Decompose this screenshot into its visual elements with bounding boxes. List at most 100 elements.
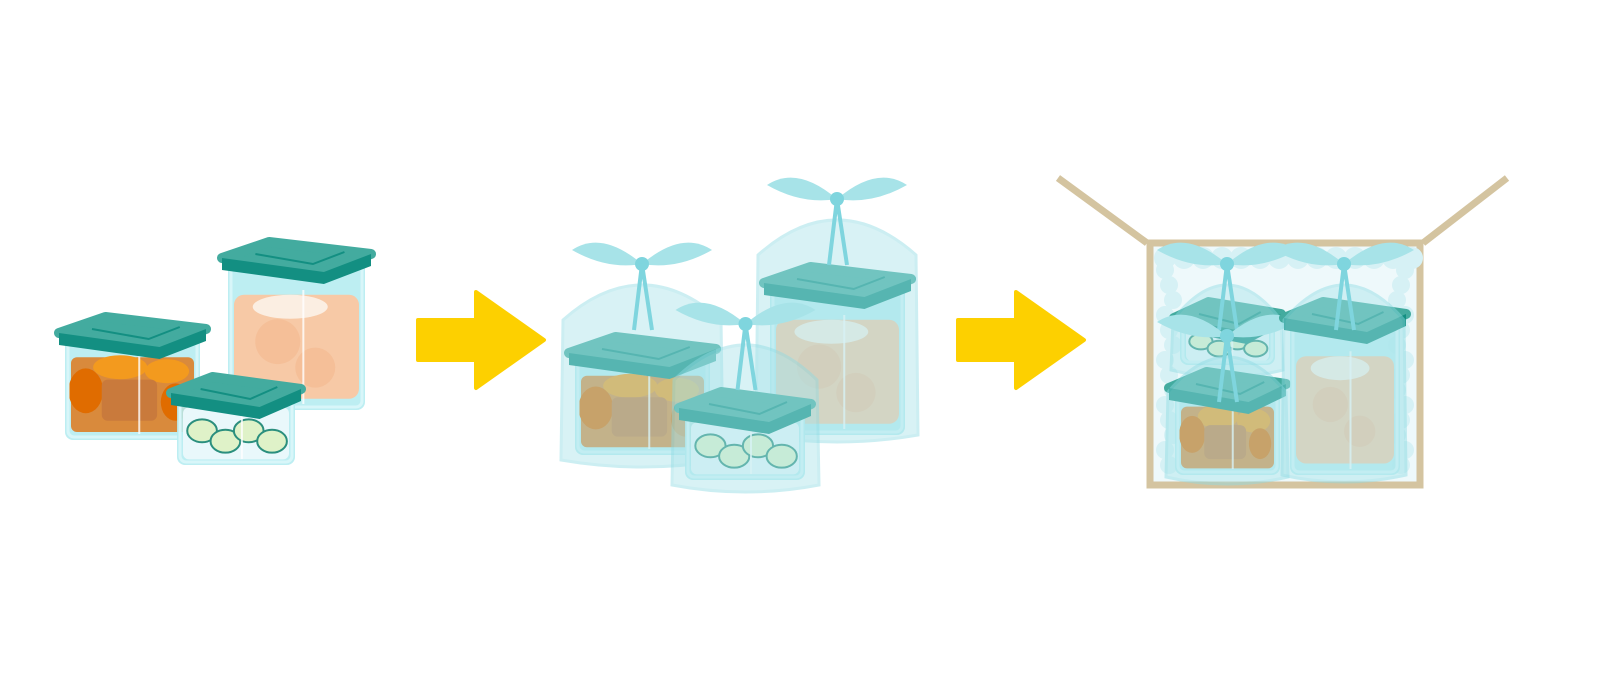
packing-filler <box>1396 441 1414 459</box>
orange-piece <box>68 368 103 414</box>
cucumber-slice <box>256 428 288 454</box>
cucumber-slice <box>1243 339 1269 358</box>
lid-side <box>569 349 716 379</box>
bow-left <box>1274 242 1344 266</box>
step-2-wrapped-jars <box>559 177 920 494</box>
packing-filler <box>1388 291 1406 309</box>
bow-tails <box>632 263 654 331</box>
peach-highlight <box>1310 356 1370 381</box>
wrap <box>670 302 821 494</box>
packing-filler <box>1164 336 1182 354</box>
jar-lid <box>54 312 211 359</box>
orange-piece <box>1179 415 1206 453</box>
jar-lid <box>166 372 306 419</box>
bow-right <box>1227 314 1297 338</box>
orange-piece <box>93 355 148 380</box>
packing-filler <box>1160 276 1178 294</box>
lid-groove <box>255 251 345 266</box>
peach-highlight <box>252 294 328 319</box>
lid-side <box>222 254 371 284</box>
jar-lid <box>1164 367 1291 414</box>
jar <box>674 387 816 480</box>
bow-tails <box>1217 335 1239 403</box>
peach-piece <box>295 347 336 388</box>
jar-lid <box>674 387 816 434</box>
ginger-piece <box>611 397 668 437</box>
packing-filler <box>1160 456 1178 474</box>
packing-filler <box>1392 276 1410 294</box>
bow-left <box>572 242 642 266</box>
jar-lid <box>217 237 376 284</box>
bow-left <box>675 302 746 326</box>
box-flap-right <box>1420 175 1510 246</box>
arrow-1-icon <box>416 290 546 390</box>
arrow-2-icon <box>956 290 1086 390</box>
jar <box>217 237 376 410</box>
lid-side <box>59 329 206 359</box>
step-3-boxed-jars <box>1055 175 1510 489</box>
orange-piece <box>603 373 658 398</box>
lid-side <box>764 279 911 309</box>
step-1-jars <box>54 237 376 465</box>
wrap <box>1157 314 1297 486</box>
bow-tails <box>735 323 758 391</box>
bow-right <box>837 177 907 201</box>
orange-piece <box>1248 428 1272 460</box>
lid-side <box>1284 314 1406 344</box>
peach-piece <box>1344 415 1376 447</box>
orange-piece <box>1197 404 1239 429</box>
lid-side <box>679 404 811 434</box>
wrap-film <box>1164 355 1290 486</box>
orange-piece <box>578 386 613 430</box>
packing-filler <box>1156 441 1174 459</box>
bow-tails <box>827 198 849 266</box>
lid-groove <box>1311 311 1384 326</box>
packing-filler <box>1396 396 1414 414</box>
lid-groove <box>200 386 278 401</box>
ginger-piece <box>1204 425 1247 460</box>
packing-filler <box>1164 291 1182 309</box>
packing-filler <box>1156 261 1174 279</box>
cucumber-slice <box>765 443 798 469</box>
bow-left <box>1157 314 1227 338</box>
lid-side <box>171 389 301 419</box>
wrap <box>1274 242 1414 484</box>
lid-side <box>1169 384 1286 414</box>
bow-right <box>642 242 712 266</box>
wrap-film <box>1280 283 1408 484</box>
packing-filler <box>1156 396 1174 414</box>
bow-tails <box>1217 263 1239 331</box>
jar-lid <box>1279 297 1411 344</box>
peach-piece <box>836 372 876 413</box>
lid-groove <box>1198 311 1262 326</box>
jar-lid <box>759 262 916 309</box>
bow-tails <box>1334 263 1356 331</box>
peach-piece <box>255 319 301 365</box>
box-flap-left <box>1055 175 1150 246</box>
bow-left <box>767 177 837 201</box>
ginger-piece <box>101 379 158 421</box>
lid-groove <box>601 346 691 361</box>
jar <box>1164 367 1291 475</box>
peach-highlight <box>794 319 869 344</box>
bow-left <box>1157 242 1227 266</box>
lid-groove <box>708 401 788 416</box>
bow-right <box>745 302 816 326</box>
bow-right <box>1344 242 1414 266</box>
jar <box>759 262 916 435</box>
lid-groove <box>1195 381 1265 396</box>
peach-piece <box>1312 386 1348 423</box>
orange-piece <box>1236 408 1271 433</box>
lid-groove <box>91 326 181 341</box>
packing-filler <box>1160 411 1178 429</box>
packing-filler <box>1156 351 1174 369</box>
wrap-film <box>670 343 821 494</box>
packing-filler <box>1396 351 1414 369</box>
jar <box>166 372 306 465</box>
lid-groove <box>796 276 886 291</box>
jar-lid <box>564 332 721 379</box>
peach-piece <box>796 344 842 389</box>
orange-piece <box>144 359 190 384</box>
wrap <box>754 177 920 444</box>
